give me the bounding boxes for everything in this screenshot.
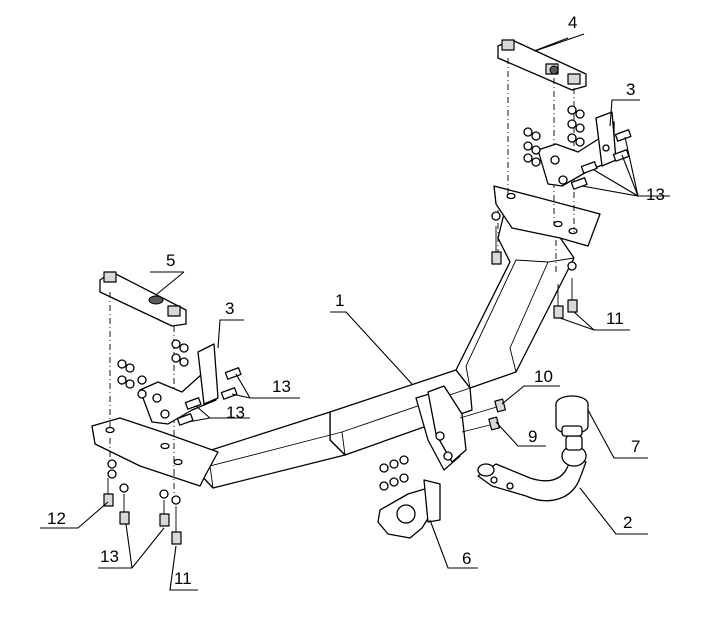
side-bracket-left-part-3 — [117, 339, 242, 426]
leader-lines — [40, 33, 670, 591]
label-6: 6 — [462, 549, 471, 568]
mounting-plate-part-4 — [497, 39, 587, 91]
bolts-left-bottom — [103, 459, 182, 545]
label-13-left-a: 13 — [272, 377, 291, 396]
label-10: 10 — [534, 367, 553, 386]
label-11-left: 11 — [174, 569, 192, 588]
label-5: 5 — [166, 251, 175, 270]
side-bracket-right-part-3 — [523, 105, 632, 190]
label-12: 12 — [47, 509, 66, 528]
ball-cover-part-7 — [555, 395, 589, 437]
bolts-part-11-right — [491, 211, 578, 319]
label-9: 9 — [528, 427, 537, 446]
socket-plate-part-6 — [377, 455, 441, 539]
label-1: 1 — [335, 291, 344, 310]
label-13-left-b: 13 — [226, 403, 245, 422]
label-2: 2 — [623, 513, 632, 532]
label-3-left: 3 — [225, 299, 234, 318]
label-13-bottom: 13 — [100, 547, 119, 566]
label-3-right: 3 — [626, 80, 635, 99]
label-7: 7 — [631, 437, 640, 456]
mounting-plate-part-5 — [99, 271, 187, 327]
bolts-part-9-10 — [459, 398, 507, 433]
tow-ball-neck-part-2 — [477, 435, 587, 502]
label-11-right: 11 — [606, 309, 624, 328]
crossbar-part-1 — [91, 185, 601, 489]
callout-labels: 1 2 3 3 4 5 6 7 9 10 11 11 12 13 13 13 1… — [47, 13, 665, 588]
label-4: 4 — [568, 13, 577, 32]
label-13-right: 13 — [646, 185, 665, 204]
